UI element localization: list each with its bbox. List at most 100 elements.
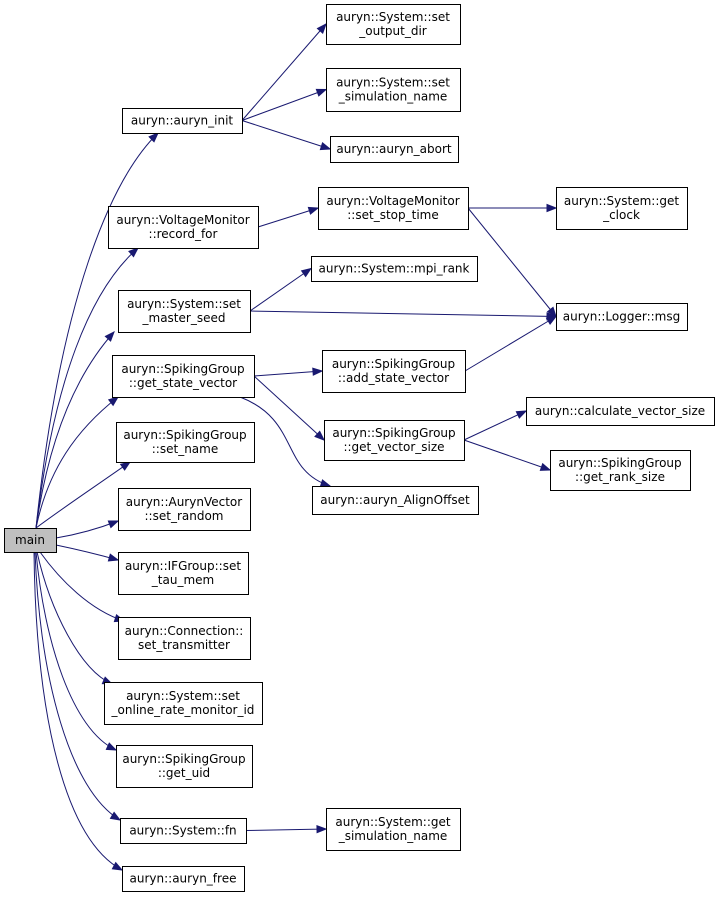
node-label: auryn::System::get [564, 194, 680, 208]
edge-line [467, 207, 557, 317]
node-label: auryn::System::get [335, 815, 451, 829]
edge-line [464, 316, 557, 372]
node-sg-get-vector-size[interactable]: auryn::SpikingGroup::get_vector_size [324, 420, 465, 461]
node-box [112, 355, 255, 398]
arrowhead [312, 367, 324, 376]
edge-sg_get_state_vector-to-sg_get_vector_size [253, 375, 326, 441]
node-box [556, 187, 688, 230]
edge-line [35, 461, 131, 529]
edge-line [39, 551, 125, 622]
node-label: auryn::System::set [127, 297, 241, 311]
node-box [526, 397, 715, 426]
edge-line [463, 410, 527, 441]
node-label: ::add_state_vector [338, 371, 449, 385]
node-conn-set-transmitter[interactable]: auryn::Connection::set_transmitter [118, 617, 251, 660]
edge-main-to-sg_get_state_vector [35, 396, 120, 529]
node-box [118, 290, 251, 333]
node-mpi-rank[interactable]: auryn::System::mpi_rank [311, 256, 478, 282]
node-label: auryn::SpikingGroup [332, 426, 455, 440]
edge-main-to-vm_record_for [35, 247, 140, 529]
arrowhead [128, 247, 140, 258]
node-box [104, 682, 263, 725]
node-get-simulation-name[interactable]: auryn::System::get_simulation_name [326, 808, 461, 851]
node-auryn-init[interactable]: auryn::auryn_init [122, 108, 243, 134]
node-box [326, 808, 461, 851]
node-box [324, 420, 465, 461]
node-main[interactable]: main [4, 528, 57, 553]
node-sg-get-rank-size[interactable]: auryn::SpikingGroup::get_rank_size [550, 450, 691, 491]
edge-sg_get_vector_size-to-calculate_vector_size [463, 410, 528, 441]
node-sg-get-state-vector[interactable]: auryn::SpikingGroup::get_state_vector [112, 355, 255, 398]
node-box [330, 136, 459, 163]
node-label: auryn::SpikingGroup [558, 456, 681, 470]
node-label: _master_seed [142, 311, 226, 325]
edge-vm_set_stop_time-to-get_clock [468, 203, 558, 213]
edge-line [253, 370, 323, 377]
node-vm-set-stop-time[interactable]: auryn::VoltageMonitor::set_stop_time [318, 187, 469, 230]
node-label: ::get_vector_size [343, 440, 444, 454]
node-box [312, 486, 479, 515]
edge-main-to-sg_set_name [35, 461, 132, 529]
edge-auryn_init-to-auryn_abort [241, 120, 332, 151]
node-auryn-alignoffset[interactable]: auryn::auryn_AlignOffset [312, 486, 479, 515]
node-label: auryn::auryn_abort [336, 142, 452, 156]
node-label: auryn::SpikingGroup [122, 752, 245, 766]
node-box [322, 350, 466, 393]
edge-vm_set_stop_time-to-logger_msg [467, 207, 557, 318]
node-box [118, 552, 249, 595]
node-box [550, 450, 691, 491]
node-label: ::set_name [152, 442, 218, 456]
node-box [116, 422, 255, 463]
node-box [556, 303, 688, 331]
node-system-fn[interactable]: auryn::System::fn [120, 818, 247, 844]
edge-main-to-if_set_tau_mem [55, 544, 120, 562]
node-vm-record-for[interactable]: auryn::VoltageMonitor::record_for [108, 206, 259, 249]
node-if-set-tau-mem[interactable]: auryn::IFGroup::set_tau_mem [118, 552, 249, 595]
arrowhead [319, 142, 332, 151]
node-set-online-rate-monitor-id[interactable]: auryn::System::set_online_rate_monitor_i… [104, 682, 263, 725]
node-box [311, 256, 478, 282]
edge-line [463, 439, 551, 471]
node-label: ::set_random [145, 509, 224, 523]
edge-sg_add_state_vector-to-logger_msg [464, 315, 558, 372]
node-auryn-abort[interactable]: auryn::auryn_abort [330, 136, 459, 163]
node-sg-set-name[interactable]: auryn::SpikingGroup::set_name [116, 422, 255, 463]
node-box [116, 745, 253, 788]
node-set-simulation-name[interactable]: auryn::System::set_simulation_name [326, 68, 461, 112]
node-box [118, 488, 251, 531]
node-label: auryn::VoltageMonitor [116, 213, 249, 227]
node-label: ::get_state_vector [129, 376, 237, 390]
edge-sg_get_vector_size-to-sg_get_rank_size [463, 439, 552, 471]
edges-layer [33, 22, 558, 871]
node-av-set-random[interactable]: auryn::AurynVector::set_random [118, 488, 251, 531]
node-label: auryn::System::fn [129, 824, 236, 838]
node-box [118, 617, 251, 660]
arrowhead [515, 410, 528, 419]
arrowhead [107, 396, 120, 407]
edge-main-to-set_master_seed [35, 330, 115, 529]
node-sg-add-state-vector[interactable]: auryn::SpikingGroup::add_state_vector [322, 350, 466, 393]
node-label: auryn::AurynVector [126, 495, 242, 509]
node-set-output-dir[interactable]: auryn::System::set_output_dir [326, 4, 461, 45]
arrowhead [315, 88, 328, 97]
arrowhead [111, 861, 124, 871]
node-label: auryn::System::mpi_rank [318, 262, 469, 276]
edge-line [249, 268, 312, 312]
node-sg-get-uid[interactable]: auryn::SpikingGroup::get_uid [116, 745, 253, 788]
edge-system_fn-to-get_simulation_name [245, 824, 328, 834]
node-calculate-vector-size[interactable]: auryn::calculate_vector_size [526, 397, 715, 426]
node-label: _output_dir [358, 24, 427, 38]
node-get-clock[interactable]: auryn::System::get_clock [556, 187, 688, 230]
edge-main-to-av_set_random [55, 520, 120, 539]
node-label: ::set_stop_time [347, 208, 438, 222]
node-label: ::record_for [149, 227, 218, 241]
edge-line [55, 544, 119, 561]
arrowhead [119, 461, 132, 471]
node-auryn-free[interactable]: auryn::auryn_free [122, 866, 245, 892]
node-label: auryn::SpikingGroup [123, 428, 246, 442]
edge-line [35, 132, 159, 529]
node-set-master-seed[interactable]: auryn::System::set_master_seed [118, 290, 251, 333]
node-logger-msg[interactable]: auryn::Logger::msg [556, 303, 688, 331]
arrowhead [107, 553, 120, 562]
edge-main-to-auryn_init [35, 132, 159, 529]
